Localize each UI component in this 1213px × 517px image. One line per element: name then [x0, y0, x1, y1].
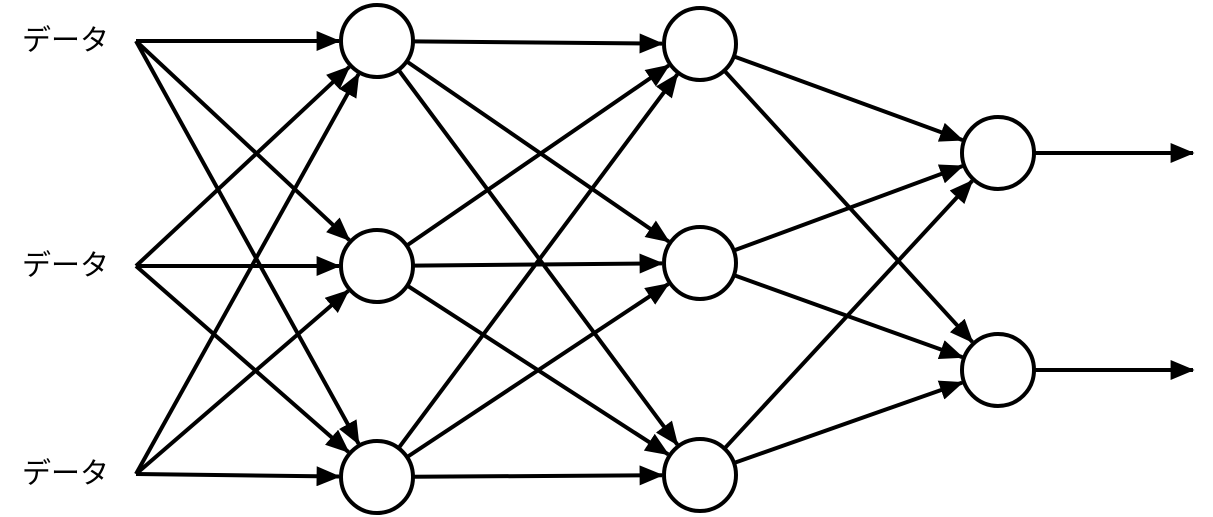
edge-l1n3-l2n2: [405, 282, 670, 459]
node-layer1-1: [339, 3, 415, 79]
edge-input1-h1n3: [134, 40, 361, 446]
edge-group: [134, 31, 1195, 487]
edge-input3-h1n2: [134, 289, 350, 476]
node-layer2-2: [662, 225, 738, 301]
edge-l1n1-l2n1: [412, 33, 664, 54]
edge-l2n3-l3n1: [722, 179, 974, 450]
edge-input2-h1n3: [134, 264, 350, 454]
edge-l1n1-l2n3: [396, 68, 679, 446]
edge-l2n2-l3n1: [733, 164, 964, 253]
edge-input3-h1n1: [134, 72, 361, 475]
node-layer1-3: [339, 439, 415, 515]
node-group: [339, 3, 1036, 515]
edge-l1n1-l2n2: [405, 59, 671, 244]
node-layer2-1: [662, 6, 738, 82]
node-layer3-1: [960, 115, 1036, 191]
edge-input3-h1n3: [135, 466, 341, 487]
edge-l1n3-l2n1: [396, 73, 679, 450]
edge-input2-h1n1: [134, 65, 351, 268]
edge-l2n3-l3n2: [733, 380, 964, 465]
input-label-1: データ: [22, 23, 110, 57]
edge-l1n2-l2n1: [405, 63, 671, 248]
edge-input1-h1n2: [134, 39, 351, 242]
input-label-3: データ: [22, 456, 110, 490]
edge-l2n1-l3n1: [733, 54, 964, 142]
node-layer3-2: [960, 332, 1036, 408]
node-layer1-2: [339, 228, 415, 304]
input-label-2: データ: [22, 248, 110, 282]
edge-l1n3-l2n3: [412, 465, 664, 486]
node-layer2-3: [662, 437, 738, 513]
